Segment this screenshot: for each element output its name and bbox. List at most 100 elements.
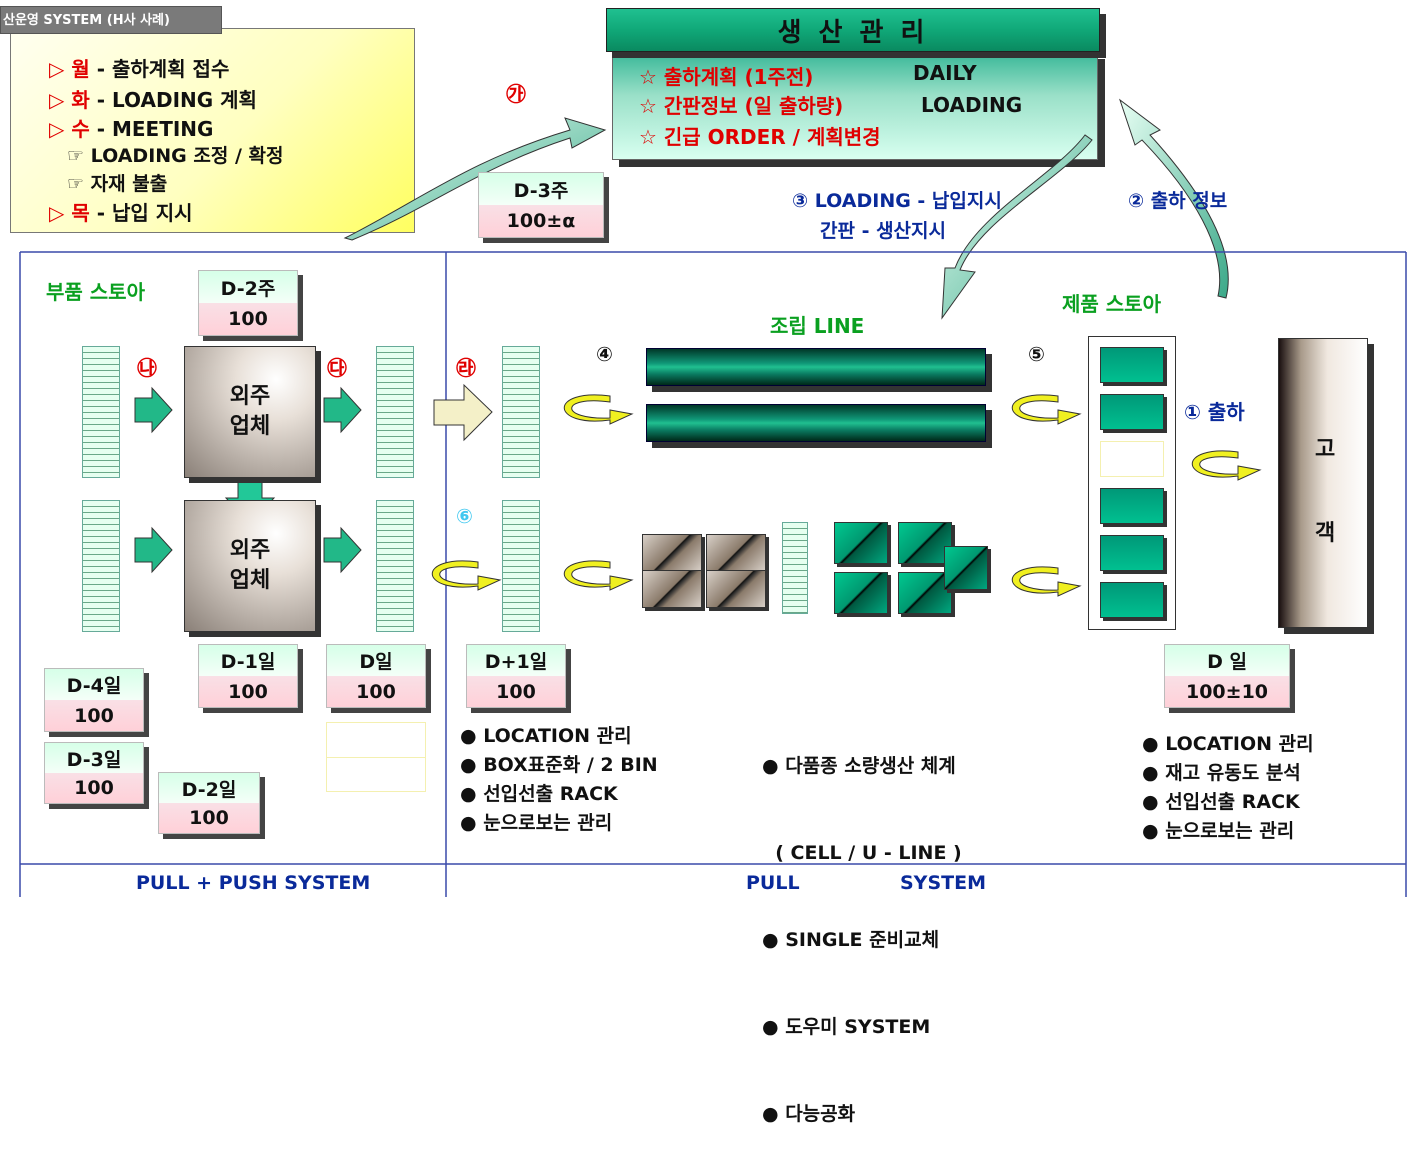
rack-line-in-2 [502, 500, 540, 632]
vendor-2-line1: 외주 [230, 536, 270, 566]
box-d-1d-label: D-1일 [199, 645, 297, 676]
uline-box-1 [834, 522, 888, 564]
green-arrow-3 [135, 528, 172, 572]
marker-ga: ㉮ [506, 78, 526, 107]
bullet-left-3: ● 선입선출 RACK [460, 780, 658, 809]
label-pull-push: PULL + PUSH SYSTEM [136, 872, 370, 894]
label-pull: PULL [746, 872, 800, 894]
uline-box-5 [944, 546, 988, 590]
marker-six: ⑥ [456, 504, 473, 528]
rack-line-in-1 [502, 346, 540, 478]
info2-label: ② 출하 정보 [1128, 186, 1227, 213]
yellow-uturn-2 [1012, 395, 1080, 424]
cell-box-2 [706, 534, 766, 572]
box-d-3w: D-3주 100±α [478, 172, 604, 238]
box-d-1d-value: 100 [199, 676, 297, 707]
box-d-day-label: D 일 [1165, 645, 1289, 676]
box-d0-label: D일 [327, 645, 425, 676]
cream-arrow [434, 385, 492, 440]
box-d+1d: D+1일 100 [466, 644, 566, 708]
empty-faint-box [326, 722, 426, 792]
bullet-left-4: ● 눈으로보는 관리 [460, 809, 658, 838]
green-arrow-1 [135, 388, 172, 432]
box-d-day: D 일 100±10 [1164, 644, 1290, 708]
box-d-3d: D-3일 100 [44, 742, 144, 804]
info3-line1: ③ LOADING - 납입지시 [792, 186, 1002, 213]
box-d-2d-label: D-2일 [159, 773, 259, 803]
box-d-3w-label: D-3주 [479, 173, 603, 205]
box-d0: D일 100 [326, 644, 426, 708]
cell-box-1 [642, 534, 702, 572]
vendor-2-line2: 업체 [230, 566, 270, 596]
bullet-left-1: ● LOCATION 관리 [460, 722, 658, 751]
assembly-line-2 [646, 404, 986, 442]
bullet-mid-3: ● SINGLE 준비교체 [762, 926, 962, 955]
uline-box-3 [834, 572, 888, 614]
bullet-mid-2: ( CELL / U - LINE ) [762, 839, 962, 868]
bullet-mid-1: ● 다품종 소량생산 체계 [762, 752, 962, 781]
bullet-right-3: ● 선입선출 RACK [1142, 788, 1314, 817]
box-d+1d-label: D+1일 [467, 645, 565, 676]
box-d-1d: D-1일 100 [198, 644, 298, 708]
yellow-uturn-5 [564, 561, 632, 590]
bullets-right: ● LOCATION 관리 ● 재고 유동도 분석 ● 선입선출 RACK ● … [1142, 730, 1314, 846]
marker-four: ④ [596, 342, 613, 366]
product-bin-4 [1100, 535, 1164, 571]
yellow-uturn-6 [1012, 567, 1080, 596]
product-store-label: 제품 스토아 [1062, 288, 1161, 317]
rack-vendor-out-1 [376, 346, 414, 478]
rack-parts-2 [82, 500, 120, 632]
product-bin-5 [1100, 582, 1164, 618]
marker-na: ㉯ [137, 352, 157, 381]
yellow-uturn-4 [432, 561, 500, 590]
cell-box-3 [642, 570, 702, 608]
rack-parts-1 [82, 346, 120, 478]
assembly-line-label: 조립 LINE [770, 310, 864, 339]
box-d-2w: D-2주 100 [198, 270, 298, 336]
bullets-mid: ● 다품종 소량생산 체계 ( CELL / U - LINE ) ● SING… [762, 694, 962, 1158]
box-d+1d-value: 100 [467, 676, 565, 707]
box-d-4d-label: D-4일 [45, 669, 143, 700]
box-d-day-value: 100±10 [1165, 676, 1289, 707]
box-d-2d-value: 100 [159, 803, 259, 833]
bullet-right-2: ● 재고 유동도 분석 [1142, 759, 1314, 788]
green-arrow-2 [324, 388, 361, 432]
product-bin-1 [1100, 347, 1164, 383]
marker-five: ⑤ [1028, 342, 1045, 366]
assembly-line-1 [646, 348, 986, 386]
parts-store-label: 부품 스토아 [46, 276, 145, 305]
box-d-3w-value: 100±α [479, 205, 603, 237]
vendor-1-line1: 외주 [230, 382, 270, 412]
rack-vendor-out-2 [376, 500, 414, 632]
box-d-3d-value: 100 [45, 773, 143, 803]
rack-cell [782, 522, 808, 614]
marker-ra: ㉱ [456, 352, 476, 381]
yellow-uturn-3 [1192, 451, 1260, 480]
yellow-uturn-1 [564, 395, 632, 424]
box-d0-value: 100 [327, 676, 425, 707]
customer: 고 객 [1278, 338, 1368, 628]
box-d-4d: D-4일 100 [44, 668, 144, 732]
bullet-right-1: ● LOCATION 관리 [1142, 730, 1314, 759]
bullet-mid-5: ● 다능공화 [762, 1100, 962, 1129]
box-d-3d-label: D-3일 [45, 743, 143, 773]
box-d-2w-label: D-2주 [199, 271, 297, 303]
marker-da: ㉰ [327, 352, 347, 381]
customer-line2: 객 [1315, 515, 1335, 547]
customer-line1: 고 [1315, 431, 1335, 463]
box-d-2d: D-2일 100 [158, 772, 260, 834]
ship-label: ① 출하 [1184, 396, 1245, 425]
green-arrow-4 [324, 528, 361, 572]
bullet-right-4: ● 눈으로보는 관리 [1142, 817, 1314, 846]
info3-line2: 간판 - 생산지시 [820, 216, 946, 243]
bullet-mid-4: ● 도우미 SYSTEM [762, 1013, 962, 1042]
box-d-4d-value: 100 [45, 700, 143, 731]
bullet-left-2: ● BOX표준화 / 2 BIN [460, 751, 658, 780]
cell-box-4 [706, 570, 766, 608]
label-system: SYSTEM [900, 872, 986, 894]
vendor-1-line2: 업체 [230, 412, 270, 442]
product-bin-empty [1100, 441, 1164, 477]
product-bin-3 [1100, 488, 1164, 524]
